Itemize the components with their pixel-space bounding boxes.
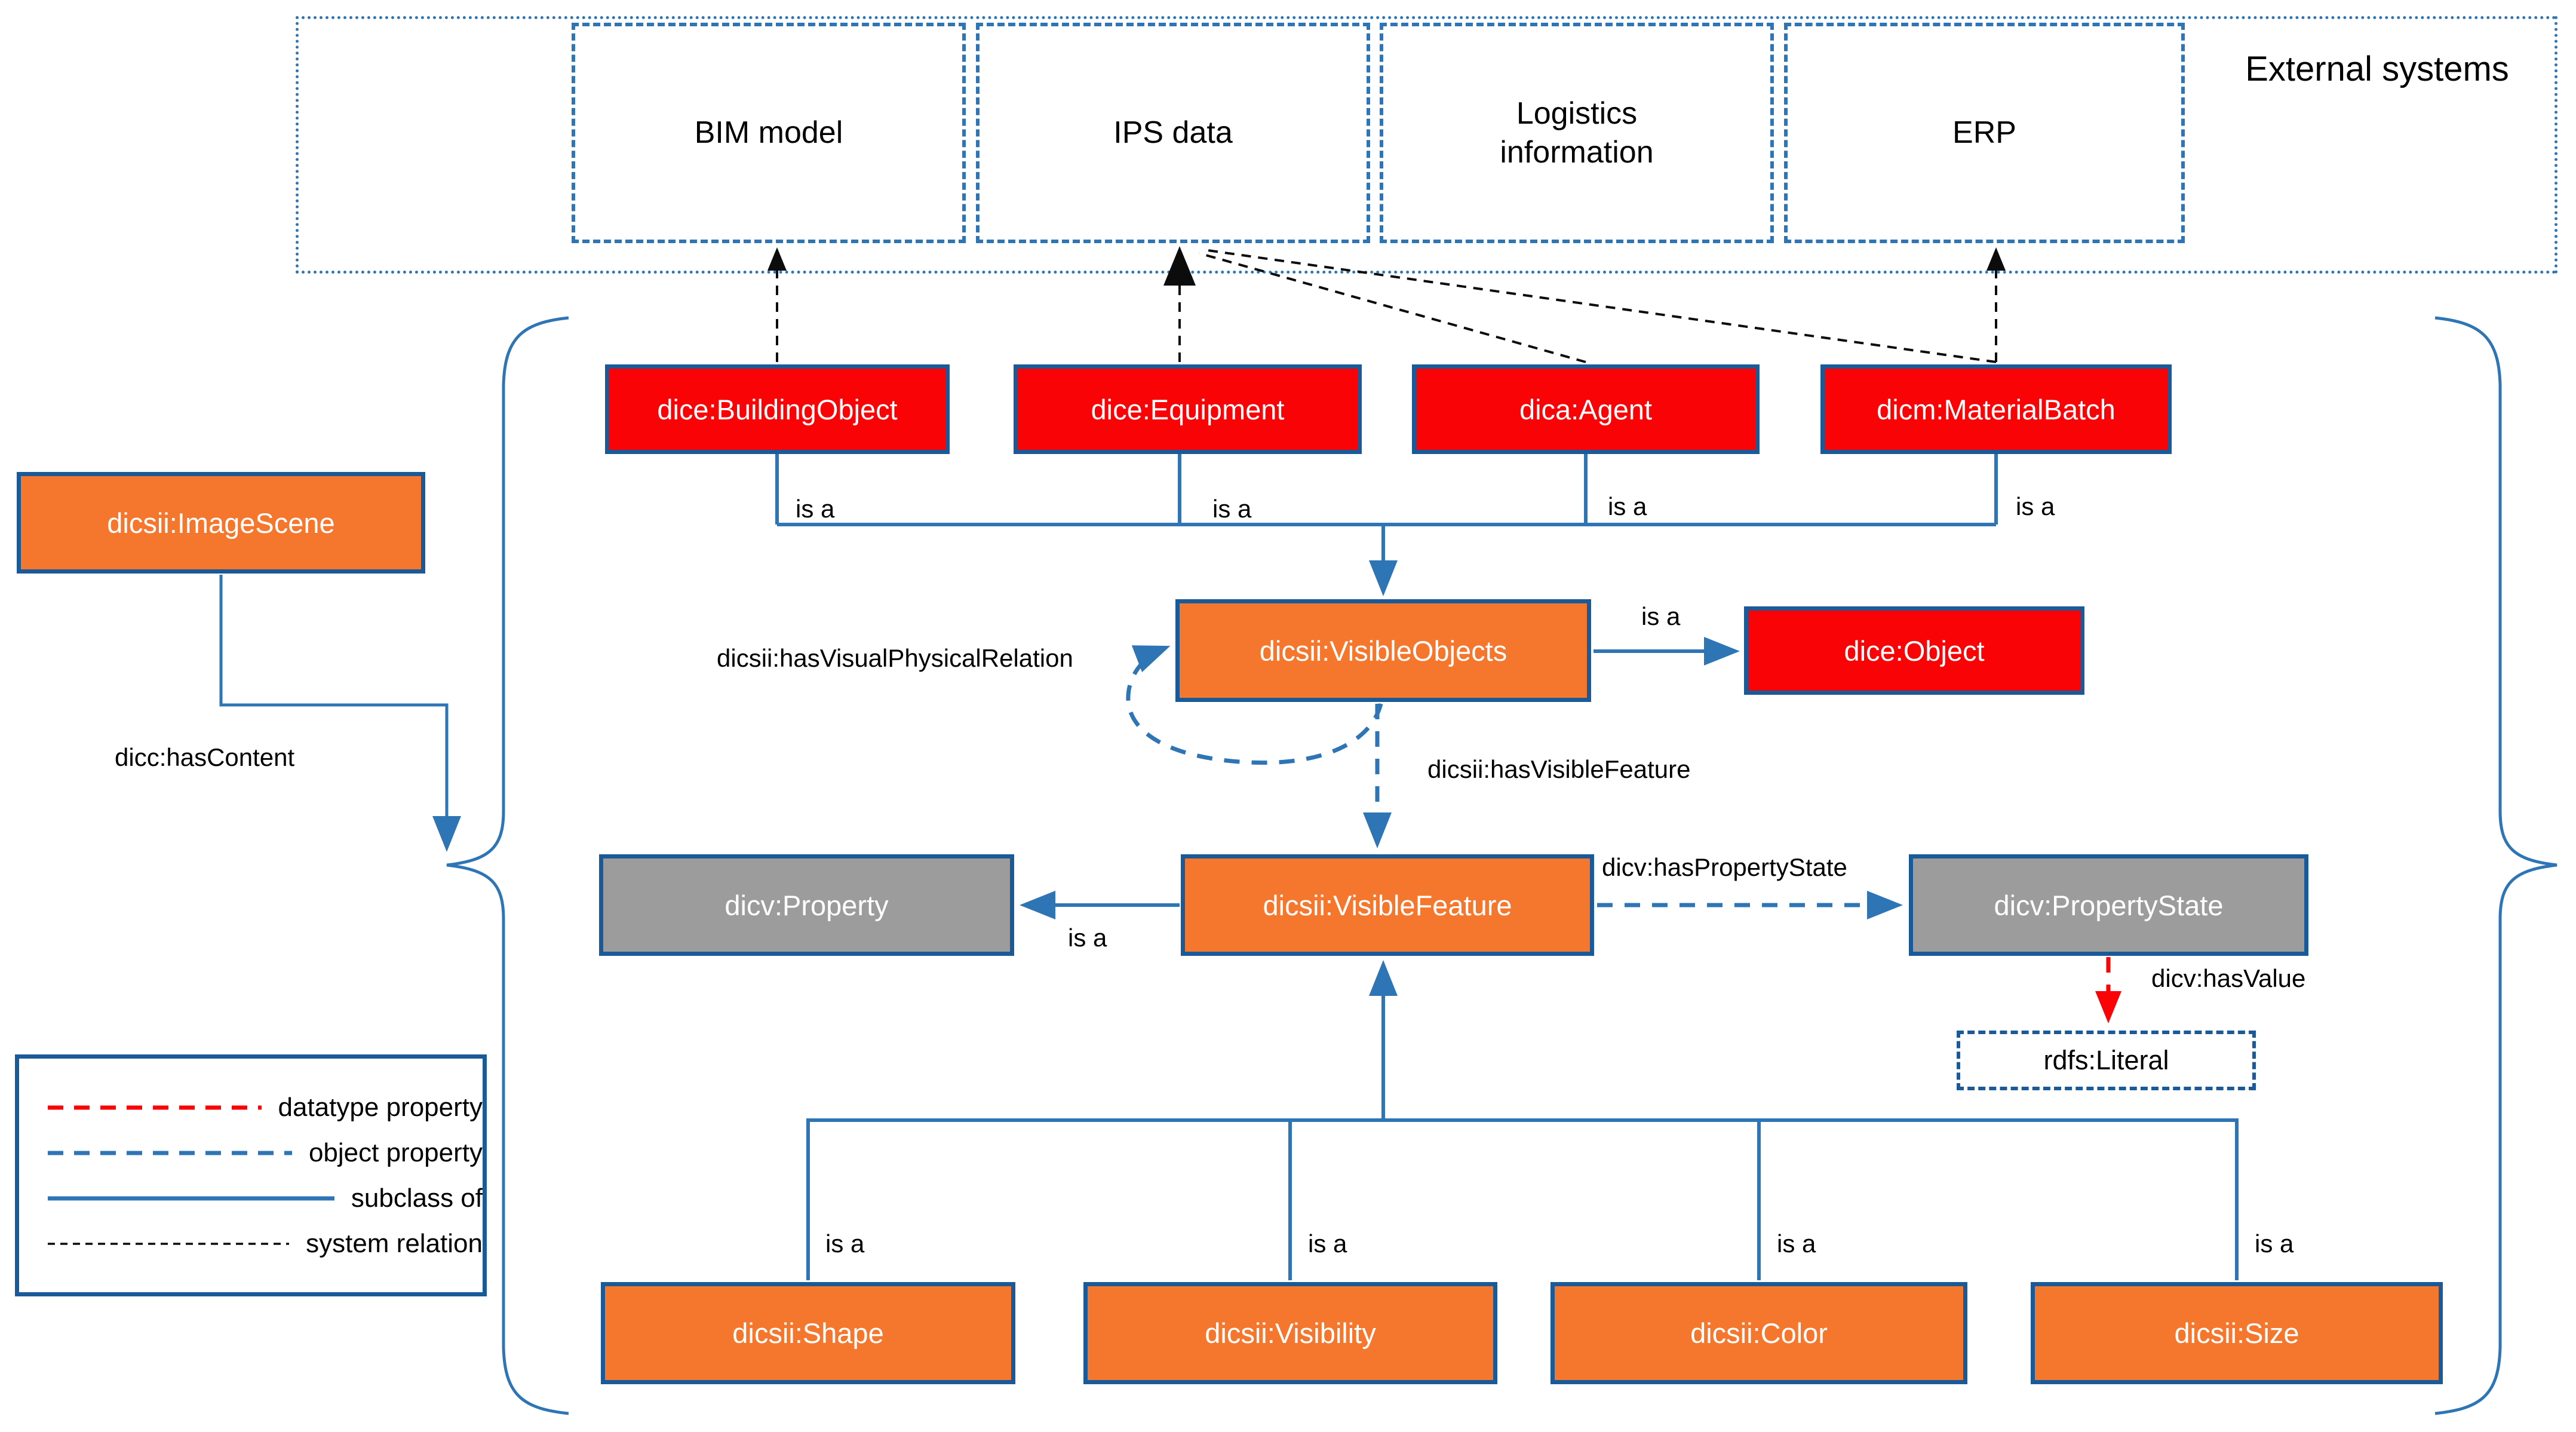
datatype-arrow-icon xyxy=(48,1105,262,1109)
legend-item-system-relation: system relation xyxy=(43,1225,483,1262)
node-property-state: dicv:PropertyState xyxy=(1909,854,2308,956)
node-property: dicv:Property xyxy=(599,854,1014,956)
external-systems-title: External systems xyxy=(2245,50,2509,88)
edge-label-isa-building: is a xyxy=(796,495,835,523)
node-material-batch: dicm:MaterialBatch xyxy=(1820,364,2172,454)
node-color: dicsii:Color xyxy=(1550,1282,1967,1384)
external-system-bim: BIM model xyxy=(572,23,966,243)
node-visible-objects: dicsii:VisibleObjects xyxy=(1175,599,1591,702)
edge-label-has-content: dicc:hasContent xyxy=(115,743,295,771)
edge-label-has-visible-feature: dicsii:hasVisibleFeature xyxy=(1427,755,1691,783)
edge-hascontent xyxy=(219,575,461,852)
external-system-logistics: Logistics information xyxy=(1380,23,1774,243)
external-system-ips: IPS data xyxy=(976,23,1370,243)
node-visibility: dicsii:Visibility xyxy=(1083,1282,1497,1384)
edge-label-isa-agent: is a xyxy=(1608,492,1647,520)
edge-label-has-value: dicv:hasValue xyxy=(2151,964,2306,992)
edge-label-isa-visibility: is a xyxy=(1308,1229,1347,1258)
edge-label-isa-size: is a xyxy=(2255,1229,2294,1258)
edge-label-isa-material: is a xyxy=(2016,492,2055,520)
edge-subclass-top-bus xyxy=(775,454,1998,526)
right-brace xyxy=(2434,316,2557,1415)
system-arrow-icon xyxy=(48,1242,290,1245)
legend: datatype property object property subclass… xyxy=(15,1054,487,1296)
node-visible-feature: dicsii:VisibleFeature xyxy=(1181,854,1594,956)
legend-label: system relation xyxy=(306,1228,483,1258)
node-building-object: dice:BuildingObject xyxy=(605,364,950,454)
node-image-scene: dicsii:ImageScene xyxy=(17,472,425,574)
edge-label-isa-object: is a xyxy=(1641,602,1681,630)
node-shape: dicsii:Shape xyxy=(601,1282,1015,1384)
legend-item-datatype-property: datatype property xyxy=(43,1089,483,1126)
node-agent: dica:Agent xyxy=(1412,364,1760,454)
edge-label-has-property-state: dicv:hasPropertyState xyxy=(1602,853,1847,881)
edge-label-isa-shape: is a xyxy=(825,1229,865,1258)
subclass-arrow-icon xyxy=(48,1196,334,1200)
legend-label: object property xyxy=(308,1137,483,1167)
edge-subclass-bottom-bus xyxy=(806,1118,2239,1280)
node-object: dice:Object xyxy=(1744,606,2084,695)
node-equipment: dice:Equipment xyxy=(1014,364,1362,454)
node-literal: rdfs:Literal xyxy=(1957,1031,2256,1090)
external-system-erp: ERP xyxy=(1784,23,2185,243)
edge-label-isa-color: is a xyxy=(1777,1229,1816,1258)
legend-label: subclass of xyxy=(351,1183,483,1213)
legend-label: datatype property xyxy=(278,1092,483,1122)
legend-item-subclass-of: subclass of xyxy=(43,1180,483,1217)
edge-label-isa-equipment: is a xyxy=(1212,495,1252,523)
node-size: dicsii:Size xyxy=(2031,1282,2443,1384)
legend-item-object-property: object property xyxy=(43,1134,483,1172)
object-arrow-icon xyxy=(48,1151,292,1155)
edge-label-isa-property: is a xyxy=(1068,924,1107,952)
edge-label-has-visual-physical-relation: dicsii:hasVisualPhysicalRelation xyxy=(717,644,1073,672)
